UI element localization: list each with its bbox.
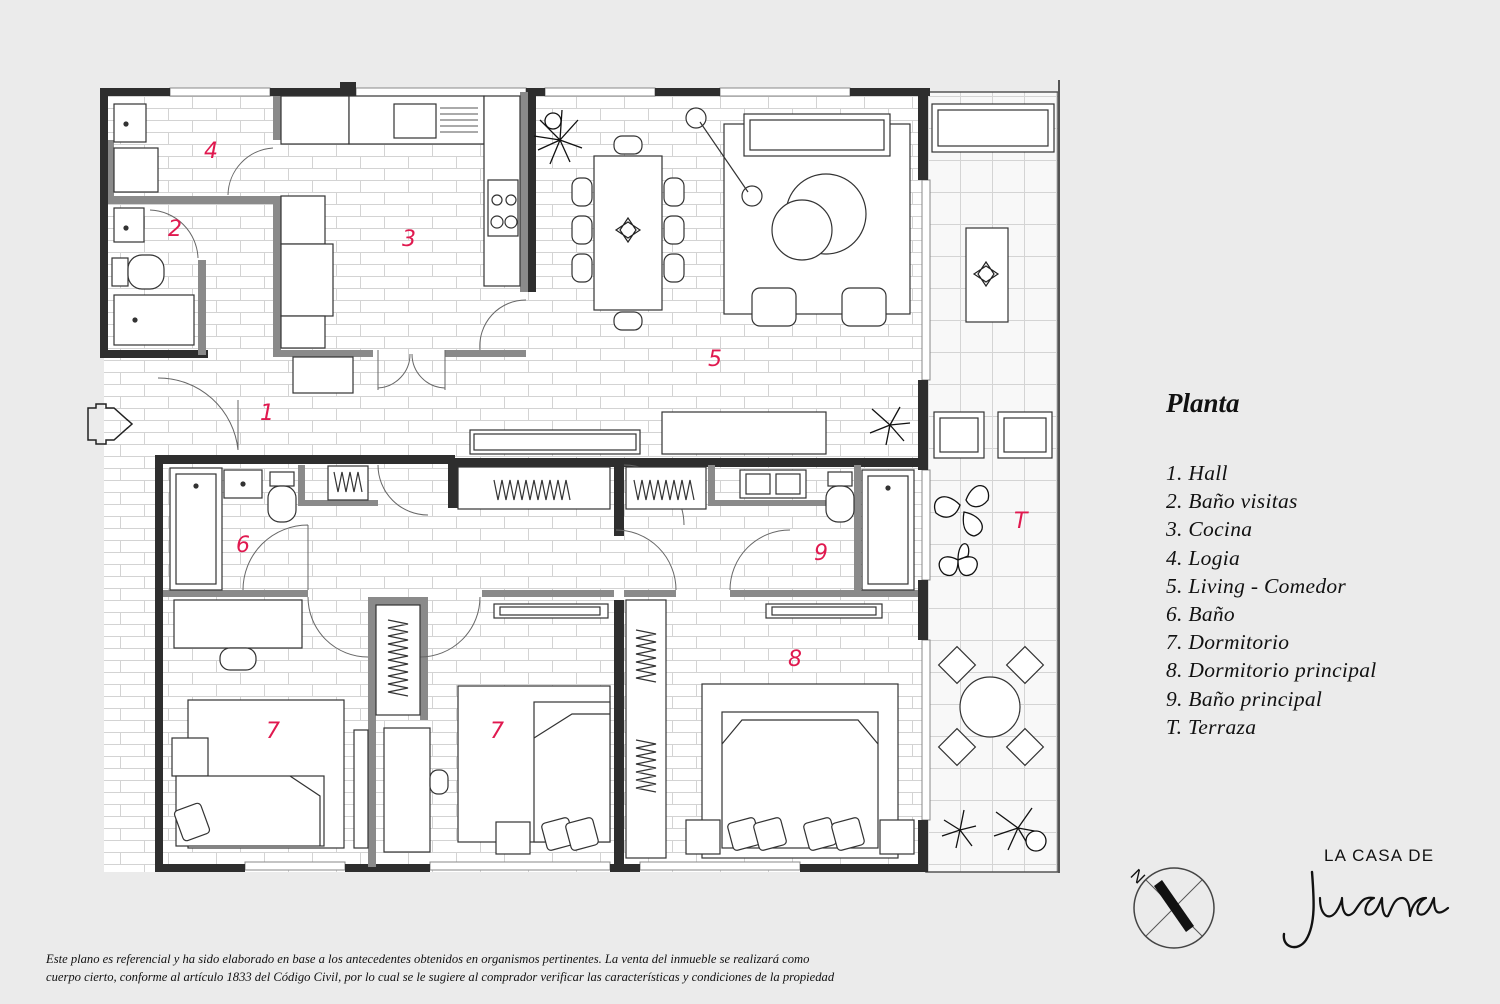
closets: [375, 466, 707, 859]
bathroom-fixtures: [169, 465, 915, 591]
logia-bath-fixtures: [111, 103, 195, 346]
legend: Planta 1. Hall 2. Baño visitas 3. Cocina…: [1166, 388, 1486, 741]
room-label-dormitorio-b: 7: [490, 719, 504, 744]
kitchen-furniture: [280, 95, 521, 394]
brand-logo: [1282, 870, 1450, 949]
disclaimer-line-2: cuerpo cierto, conforme al artículo 1833…: [46, 970, 835, 984]
room-numbers: 1 2 3 4 5 6 7 7 8 9 T: [168, 139, 1029, 744]
room-label-terraza: T: [1014, 509, 1029, 534]
legend-item: T. Terraza: [1166, 714, 1257, 739]
legend-list: 1. Hall 2. Baño visitas 3. Cocina 4. Log…: [1166, 459, 1486, 741]
legend-item: 7. Dormitorio: [1166, 630, 1290, 655]
legend-item: 1. Hall: [1166, 461, 1228, 485]
brand-name: LA CASA DE: [1324, 846, 1435, 865]
compass-north-label: N: [1127, 865, 1149, 887]
disclaimer: Este plano es referencial y ha sido elab…: [46, 950, 1106, 986]
room-label-living-comedor: 5: [708, 347, 722, 372]
exterior-walls: [100, 82, 930, 872]
dining-table: [571, 135, 685, 331]
legend-item: 4. Logia: [1166, 545, 1241, 570]
legend-item: 8. Dormitorio principal: [1166, 658, 1377, 683]
plants: [533, 109, 1047, 852]
room-label-cocina: 3: [402, 227, 416, 252]
room-label-bano-visitas: 2: [168, 217, 182, 242]
bedroom-furniture: [171, 599, 915, 859]
room-label-bano-principal: 9: [814, 541, 828, 566]
legend-title: Planta: [1166, 388, 1240, 418]
room-label-logia: 4: [204, 139, 218, 164]
doors: [149, 147, 791, 658]
interior-walls: [108, 92, 918, 867]
legend-item: 3. Cocina: [1166, 517, 1253, 542]
disclaimer-line-1: Este plano es referencial y ha sido elab…: [46, 952, 810, 966]
legend-item: 9. Baño principal: [1166, 686, 1323, 711]
room-label-hall: 1: [260, 401, 274, 426]
room-label-dormitorio-principal: 8: [788, 647, 802, 672]
windows: [169, 87, 931, 871]
legend-item: 5. Living - Comedor: [1166, 573, 1347, 598]
legend-item: 2. Baño visitas: [1166, 489, 1298, 514]
terrace-furniture: [931, 103, 1055, 767]
room-label-bano: 6: [236, 533, 250, 558]
room-label-dormitorio-a: 7: [266, 719, 280, 744]
living-furniture: [469, 107, 911, 455]
legend-item: 6. Baño: [1166, 602, 1235, 627]
entry-arrow-icon: [87, 403, 134, 445]
compass-icon: N: [1127, 865, 1215, 949]
